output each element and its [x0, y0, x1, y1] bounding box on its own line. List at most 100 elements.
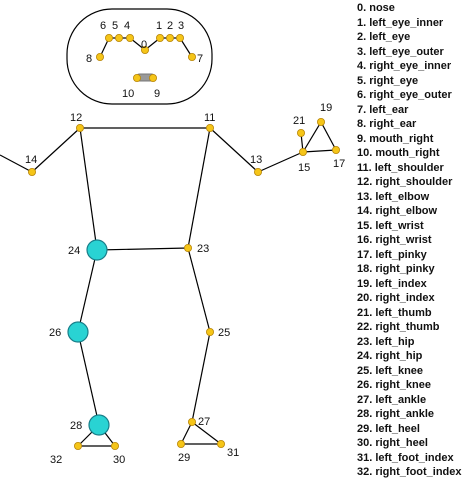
- bone-13-15: [257, 151, 304, 173]
- keypoint-3: [175, 34, 184, 43]
- bone-23-25: [187, 247, 211, 333]
- keypoint-label-15: 15: [298, 162, 310, 174]
- keypoint-label-31: 31: [227, 447, 239, 459]
- bone-11-23: [187, 127, 211, 249]
- legend-item: 6. right_eye_outer: [357, 89, 452, 101]
- legend-item: 21. left_thumb: [357, 306, 432, 319]
- bone-12-14: [31, 127, 81, 173]
- legend-item: 12. right_shoulder: [357, 176, 453, 188]
- keypoint-label-23: 23: [197, 243, 209, 255]
- keypoint-6: [105, 34, 114, 43]
- bone-12-24: [79, 127, 98, 251]
- bone-25-27: [191, 331, 211, 423]
- keypoint-label-2: 2: [167, 20, 173, 32]
- legend-item: 3. left_eye_outer: [357, 45, 444, 58]
- keypoint-9: [148, 74, 157, 83]
- legend-item: 25. left_knee: [357, 364, 424, 377]
- keypoint-label-9: 9: [154, 88, 160, 100]
- legend-item: 14. right_elbow: [357, 205, 438, 217]
- legend-item: 16. right_wrist: [357, 234, 432, 246]
- keypoint-label-4: 4: [124, 20, 130, 32]
- keypoint-30: [111, 441, 120, 450]
- keypoint-12: [76, 124, 85, 133]
- keypoint-label-8: 8: [86, 53, 92, 65]
- legend-item: 1. left_eye_inner: [357, 16, 444, 29]
- legend-item: 23. left_hip: [357, 335, 415, 348]
- keypoint-19: [316, 118, 325, 127]
- keypoint-1: [155, 34, 164, 43]
- legend-item: 26. right_knee: [357, 379, 431, 391]
- legend-item: 32. right_foot_index: [357, 466, 462, 478]
- keypoint-label-26: 26: [49, 327, 61, 339]
- legend-item: 30. right_heel: [357, 437, 428, 449]
- keypoint-14: [27, 167, 36, 176]
- legend-item: 11. left_shoulder: [357, 161, 444, 174]
- keypoint-2: [165, 34, 174, 43]
- legend-item: 27. left_ankle: [357, 393, 427, 406]
- keypoint-label-21: 21: [293, 115, 305, 127]
- legend-item: 15. left_wrist: [357, 219, 424, 232]
- keypoint-13: [253, 167, 262, 176]
- keypoint-31: [216, 439, 225, 448]
- keypoint-label-28: 28: [70, 420, 82, 432]
- keypoint-label-7: 7: [197, 53, 203, 65]
- keypoint-23: [183, 243, 192, 252]
- legend-item: 9. mouth_right: [357, 132, 434, 145]
- keypoint-label-24: 24: [68, 245, 80, 257]
- keypoint-5: [115, 34, 124, 43]
- keypoint-17: [331, 145, 340, 154]
- legend-item: 17. left_pinky: [357, 248, 427, 261]
- keypoint-10: [132, 74, 141, 83]
- bone-24-26: [77, 249, 98, 333]
- keypoint-11: [205, 124, 214, 133]
- legend-item: 18. right_pinky: [357, 263, 435, 275]
- bone-17-19: [320, 121, 337, 151]
- legend-item: 24. right_hip: [357, 350, 423, 362]
- bone-26-28: [77, 331, 100, 426]
- legend-item: 8. right_ear: [357, 118, 417, 130]
- legend-item: 10. mouth_right: [357, 147, 440, 159]
- keypoint-28: [88, 414, 110, 436]
- legend-item: 13. left_elbow: [357, 190, 430, 203]
- legend-item: 19. left_index: [357, 277, 427, 290]
- keypoint-label-6: 6: [100, 20, 106, 32]
- keypoint-label-27: 27: [198, 416, 210, 428]
- keypoint-label-17: 17: [333, 158, 345, 170]
- keypoint-label-11: 11: [204, 112, 215, 124]
- keypoint-7: [187, 53, 196, 62]
- keypoint-8: [96, 53, 105, 62]
- bone-27-31: [191, 421, 222, 445]
- keypoint-label-1: 1: [156, 20, 162, 32]
- keypoint-label-30: 30: [113, 454, 125, 466]
- keypoint-25: [205, 327, 214, 336]
- keypoint-32: [74, 441, 83, 450]
- keypoint-label-12: 12: [70, 112, 82, 124]
- legend-item: 4. right_eye_inner: [357, 60, 452, 72]
- keypoint-15: [298, 147, 307, 156]
- bone-14-L_edge: [0, 154, 33, 173]
- bone-15-17: [302, 149, 337, 153]
- legend-item: 20. right_index: [357, 292, 435, 304]
- keypoint-0: [140, 46, 149, 55]
- keypoint-label-19: 19: [320, 102, 332, 114]
- legend-item: 28. right_ankle: [357, 408, 435, 420]
- legend-item: 29. left_heel: [357, 422, 420, 435]
- legend-item: 31. left_foot_index: [357, 451, 454, 464]
- bone-24-23: [96, 247, 189, 251]
- legend-item: 7. left_ear: [357, 103, 409, 116]
- keypoint-26: [67, 321, 89, 343]
- legend-item: 2. left_eye: [357, 31, 411, 43]
- keypoint-label-3: 3: [178, 20, 184, 32]
- keypoint-4: [126, 34, 135, 43]
- keypoint-label-14: 14: [25, 154, 37, 166]
- legend-item: 0. nose: [357, 2, 395, 14]
- head-outline: [66, 8, 213, 105]
- bone-11-13: [209, 127, 259, 173]
- keypoint-legend: 0. nose 1. left_eye_inner 2. left_eye 3. le…: [357, 1, 474, 480]
- keypoint-21: [296, 128, 305, 137]
- keypoint-label-10: 10: [122, 88, 134, 100]
- bone-27-29: [180, 421, 193, 445]
- legend-item: 22. right_thumb: [357, 321, 440, 333]
- keypoint-27: [187, 417, 196, 426]
